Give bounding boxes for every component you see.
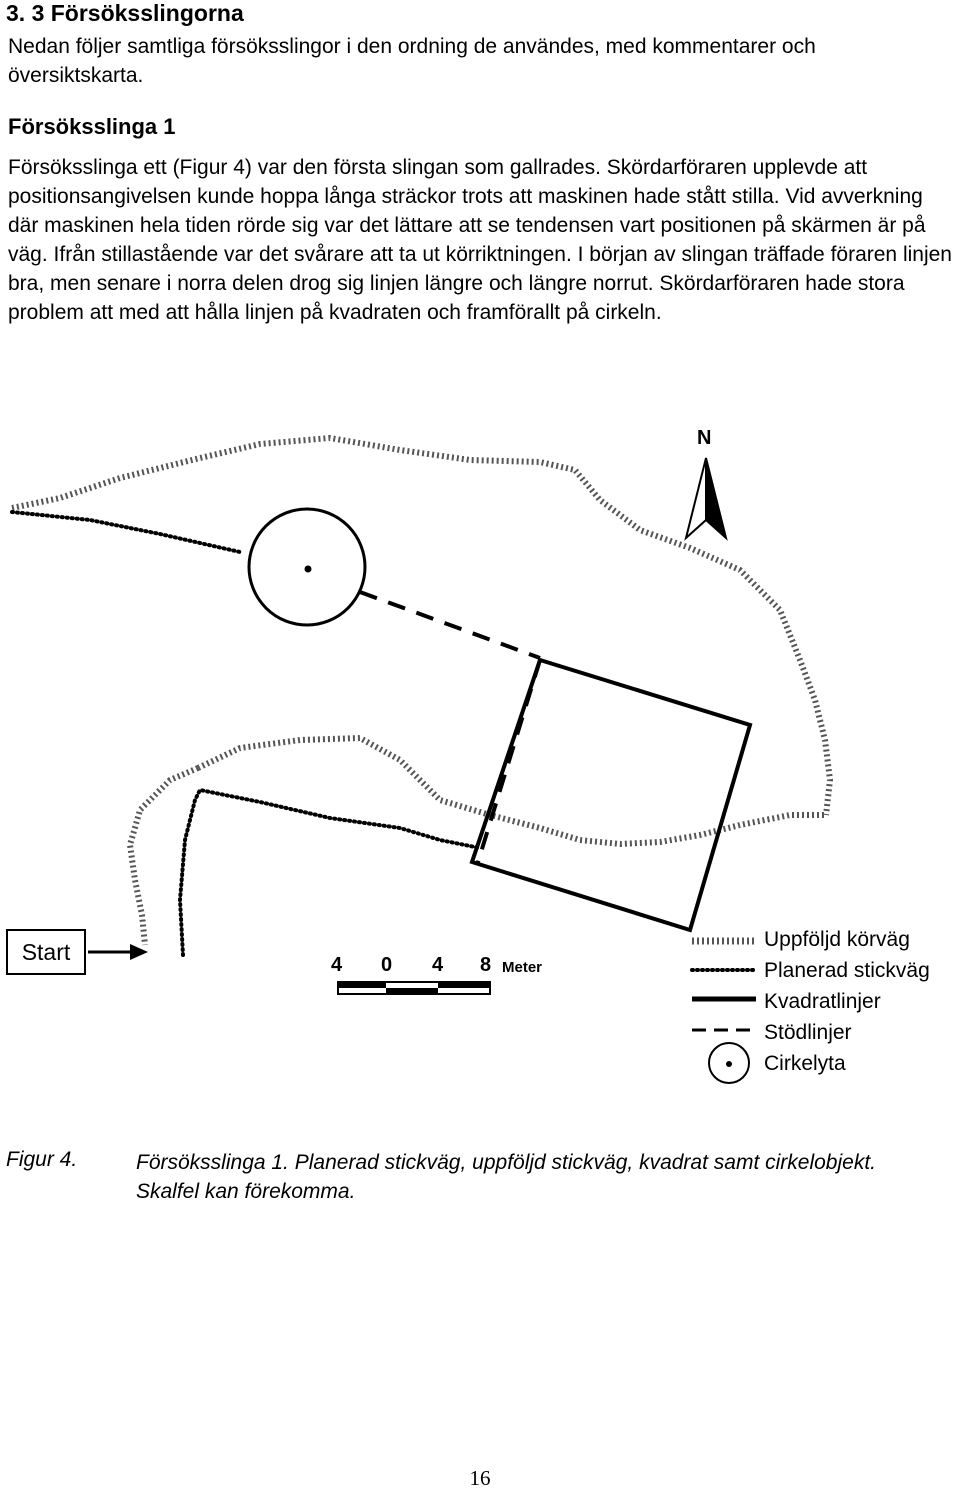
subsection-body: Försöksslinga ett (Figur 4) var den förs… <box>8 156 952 324</box>
start-label: Start <box>21 938 71 965</box>
followed-route-path <box>11 434 834 946</box>
trial-loop-map <box>10 434 834 1084</box>
start-box: Start <box>6 929 86 975</box>
map-legend: Uppföljd körväg Planerad stickväg Kvadra… <box>764 924 930 1079</box>
legend-item-followed-route: Uppföljd körväg <box>764 928 910 951</box>
page-number: 16 <box>469 1466 491 1490</box>
legend-symbols <box>690 937 758 1084</box>
square-shape <box>469 657 753 933</box>
circle-center-dot <box>304 565 312 573</box>
scale-bar <box>337 981 491 995</box>
section-intro: Nedan följer samtliga försöksslingor i d… <box>8 35 816 87</box>
legend-item-support-line: Stödlinjer <box>764 1021 852 1044</box>
figure-caption-text: Försöksslinga 1. Planerad stickväg, uppf… <box>136 1151 876 1203</box>
north-label: N <box>697 427 712 449</box>
legend-item-square-line: Kvadratlinjer <box>764 990 881 1013</box>
scale-tick-label: 4 <box>432 954 444 976</box>
legend-item-circle-area: Cirkelyta <box>764 1052 846 1075</box>
start-arrow-icon <box>88 944 148 960</box>
scale-tick-label: 8 <box>480 954 492 976</box>
subsection-heading: Försöksslinga 1 <box>8 114 176 139</box>
scale-unit-label: Meter <box>502 959 543 976</box>
circle-area-shape <box>247 507 367 627</box>
scale-tick-label: 4 <box>331 954 343 976</box>
section-heading: 3. 3 Försöksslingorna <box>6 0 244 26</box>
planned-strip-road-path <box>10 510 482 957</box>
support-line-shape <box>359 590 541 660</box>
north-arrow-icon <box>684 457 728 541</box>
scale-tick-label: 0 <box>381 954 393 976</box>
legend-item-planned-strip-road: Planerad stickväg <box>764 959 930 982</box>
figure-caption-label: Figur 4. <box>6 1148 78 1171</box>
